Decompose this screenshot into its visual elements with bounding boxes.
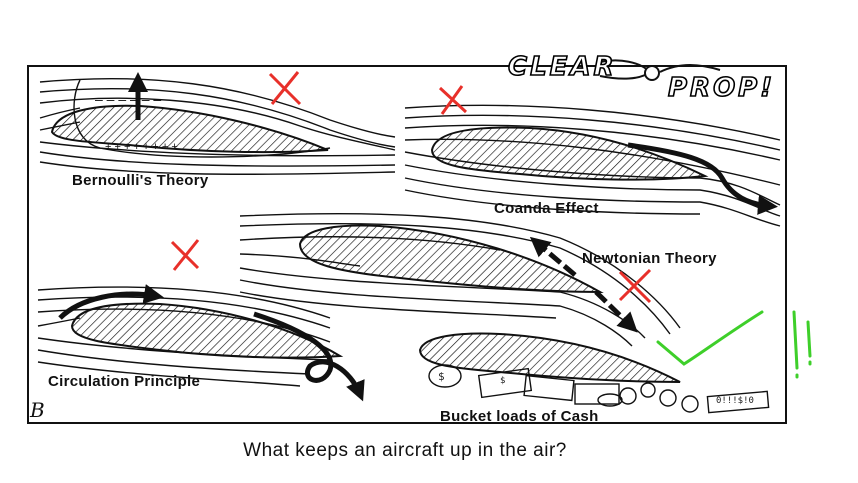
artist-signature: B (30, 398, 45, 422)
circulation-panel (37, 284, 365, 402)
logo-propeller (599, 59, 721, 81)
newtonian-label: Newtonian Theory (582, 250, 717, 267)
newtonian-airfoil (298, 224, 604, 294)
bernoulli-airfoil (50, 104, 329, 154)
cash-check-mark (656, 310, 764, 366)
cash-exclamation-marks (792, 310, 812, 379)
coanda-flow-arrow (627, 142, 778, 215)
svg-text:– – – – – –: – – – – – – (95, 91, 161, 107)
circulation-cross-mark (170, 239, 200, 271)
svg-text:+ + + + + + + +: + + + + + + + + (105, 141, 178, 153)
bernoulli-cross-mark (268, 71, 302, 106)
newtonian-panel (239, 212, 681, 347)
newtonian-up-arrow (529, 236, 577, 277)
bernoulli-panel: – – – – – – + + + + + + + + (39, 72, 396, 175)
logo-prop: PROP! (667, 72, 776, 104)
coanda-label: Coanda Effect (494, 200, 599, 217)
cartoon-caption: What keeps an aircraft up in the air? (243, 440, 567, 461)
logo-clear: CLEAR (507, 51, 617, 83)
circulation-label: Circulation Principle (48, 373, 201, 390)
circulation-airfoil (70, 302, 344, 359)
newtonian-cross-mark (618, 268, 652, 304)
newtonian-down-arrow (594, 290, 638, 333)
money-symbol-2: $ (500, 376, 506, 386)
coanda-panel (404, 104, 781, 227)
cartoon-frame (27, 65, 787, 424)
money-symbol-1: $ (438, 370, 445, 383)
cash-airfoil (418, 332, 681, 383)
cash-label: Bucket loads of Cash (440, 408, 599, 425)
money-note-text: 0!!!$!0 (716, 396, 754, 406)
cash-panel (418, 332, 770, 414)
coanda-cross-mark (438, 85, 468, 115)
bernoulli-label: Bernoulli's Theory (72, 172, 209, 189)
circulation-trailing-arrow (253, 311, 365, 402)
circulation-top-arrow (58, 284, 164, 320)
coanda-airfoil (430, 126, 709, 181)
